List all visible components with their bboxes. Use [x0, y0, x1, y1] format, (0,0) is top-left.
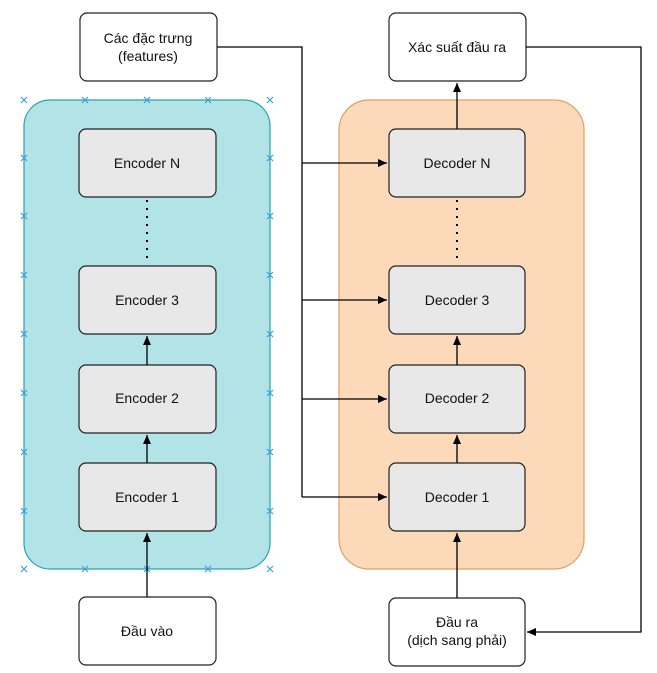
shifted-output-label-line1: Đầu ra — [436, 614, 478, 630]
decoder-1-label: Decoder 1 — [425, 489, 490, 505]
decoder-1-block[interactable]: Decoder 1 — [388, 462, 526, 532]
decoder-n-label: Decoder N — [424, 155, 491, 171]
decoder-2-block[interactable]: Decoder 2 — [388, 364, 526, 434]
encoder-2-block[interactable]: Encoder 2 — [78, 364, 217, 434]
encoder-n-block[interactable]: Encoder N — [78, 128, 217, 198]
output-probability-label: Xác suất đầu ra — [408, 39, 506, 55]
output-probability-box[interactable]: Xác suất đầu ra — [388, 12, 527, 82]
decoder-n-block[interactable]: Decoder N — [388, 128, 526, 198]
input-label: Đầu vào — [121, 623, 173, 639]
decoder-3-label: Decoder 3 — [425, 292, 490, 308]
features-box[interactable]: Các đặc trưng (features) — [79, 12, 218, 82]
features-label-line2: (features) — [118, 48, 178, 64]
selection-handles — [20, 96, 274, 573]
features-label-line1: Các đặc trưng — [104, 30, 193, 46]
encoder-n-label: Encoder N — [114, 155, 180, 171]
feedback-loop-line — [526, 46, 642, 636]
encoder-1-block[interactable]: Encoder 1 — [78, 462, 217, 532]
shifted-output-box[interactable]: Đầu ra (dịch sang phải) — [388, 597, 526, 667]
features-bus-line — [217, 46, 303, 497]
shifted-output-label-line2: (dịch sang phải) — [407, 632, 507, 648]
input-box[interactable]: Đầu vào — [78, 596, 217, 666]
encoder-2-label: Encoder 2 — [115, 390, 179, 406]
encoder-3-block[interactable]: Encoder 3 — [78, 265, 217, 335]
encoder-1-label: Encoder 1 — [115, 489, 179, 505]
decoder-3-block[interactable]: Decoder 3 — [388, 265, 526, 335]
encoder-3-label: Encoder 3 — [115, 292, 179, 308]
decoder-2-label: Decoder 2 — [425, 390, 490, 406]
